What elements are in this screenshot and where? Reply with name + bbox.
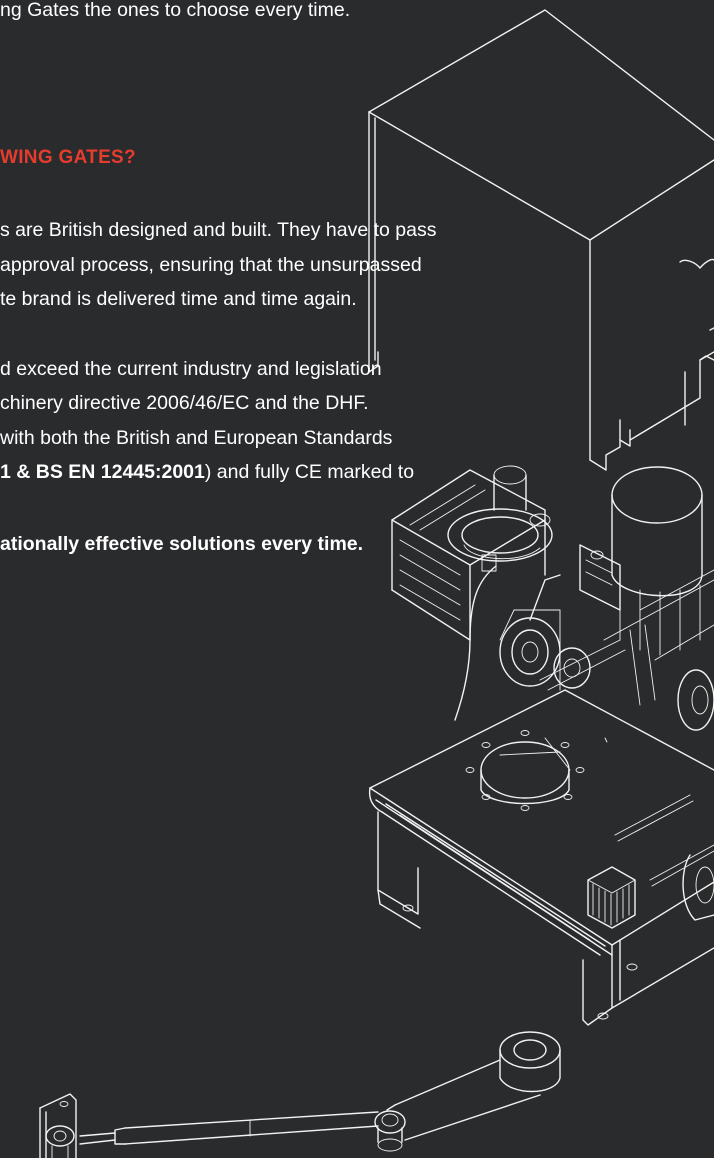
intro-text-line: ng Gates the ones to choose every time. xyxy=(0,0,351,21)
paragraph-2-line-1: d exceed the current industry and legisl… xyxy=(0,358,382,380)
motor-cover-drawing xyxy=(368,9,714,471)
paragraph-1-line-2: approval process, ensuring that the unsu… xyxy=(0,254,422,276)
section-heading: WING GATES? xyxy=(0,147,136,168)
closing-statement: ationally effective solutions every time… xyxy=(0,533,364,555)
ce-marked-text: ) and fully CE marked to xyxy=(204,461,415,483)
paragraph-2-line-2: chinery directive 2006/46/EC and the DHF… xyxy=(0,392,369,414)
standards-reference: 1 & BS EN 12445:2001 xyxy=(0,461,205,483)
paragraph-1-line-3: te brand is delivered time and time agai… xyxy=(0,288,357,310)
base-plate-drawing xyxy=(368,689,714,1026)
paragraph-2-line-3: with both the British and European Stand… xyxy=(0,427,393,449)
paragraph-2-line-4: 1 & BS EN 12445:2001) and fully CE marke… xyxy=(0,460,414,484)
drive-arm-drawing xyxy=(39,1031,561,1158)
gearbox-drawing xyxy=(391,465,714,731)
paragraph-1-line-1: s are British designed and built. They h… xyxy=(0,219,437,241)
